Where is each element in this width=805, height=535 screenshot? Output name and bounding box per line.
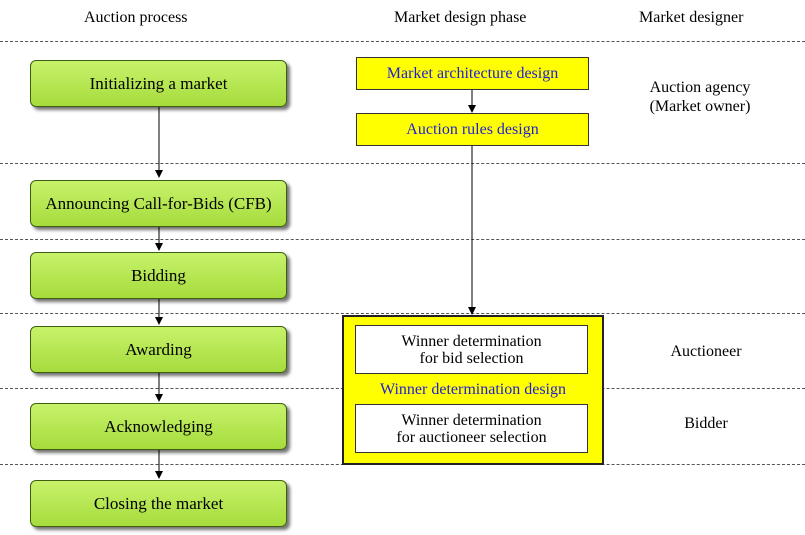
phase-market-architecture: Market architecture design (356, 57, 589, 90)
header-auction-process: Auction process (84, 9, 188, 26)
auctioneer-selection-line-2: for auctioneer selection (396, 428, 547, 446)
phase-auctioneer-selection: Winner determination for auctioneer sele… (355, 404, 588, 453)
designer-auction-agency: Auction agency (Market owner) (640, 78, 760, 116)
phase-bid-selection: Winner determination for bid selection (355, 325, 588, 374)
process-step-initializing: Initializing a market (30, 60, 287, 107)
bid-selection-line-1: Winner determination (401, 332, 542, 350)
header-market-design-phase: Market design phase (394, 9, 527, 26)
separator-line (0, 313, 805, 314)
separator-line (0, 163, 805, 164)
separator-line (0, 239, 805, 240)
agency-line-1: Auction agency (649, 79, 751, 96)
phase-winner-determination-label: Winner determination design (380, 381, 566, 398)
process-step-awarding: Awarding (30, 326, 287, 373)
process-step-closing: Closing the market (30, 480, 287, 527)
separator-line (0, 41, 805, 42)
process-step-bidding: Bidding (30, 252, 287, 299)
bid-selection-line-2: for bid selection (419, 349, 524, 367)
process-step-acknowledging: Acknowledging (30, 403, 287, 450)
auctioneer-selection-line-1: Winner determination (401, 411, 542, 429)
header-market-designer: Market designer (639, 9, 744, 26)
process-step-announcing-cfb: Announcing Call-for-Bids (CFB) (30, 180, 287, 227)
phase-auction-rules: Auction rules design (356, 113, 589, 146)
designer-auctioneer: Auctioneer (670, 343, 742, 360)
designer-bidder: Bidder (684, 415, 728, 432)
agency-line-2: (Market owner) (649, 98, 751, 115)
